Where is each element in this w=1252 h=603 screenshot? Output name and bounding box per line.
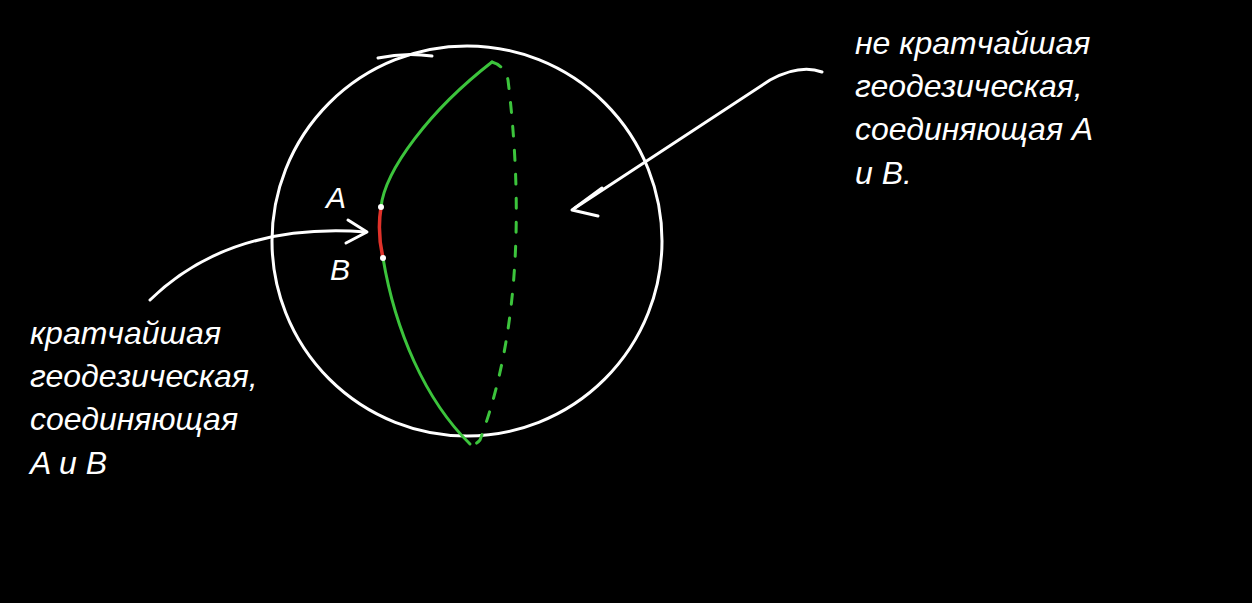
- point-label: B: [330, 250, 350, 291]
- callout-note: не кратчайшая геодезическая, соединяющая…: [855, 22, 1117, 195]
- leader-arrow: [150, 231, 366, 300]
- geodesic-arc: [381, 62, 492, 207]
- leader-arrow: [575, 69, 822, 208]
- sphere-outline: [272, 46, 662, 436]
- callout-note: кратчайшая геодезическая, соединяющая A …: [30, 312, 260, 485]
- shortest-arc: [379, 207, 383, 258]
- point-label: A: [326, 178, 346, 219]
- arrow-head: [572, 188, 602, 216]
- point-dot: [378, 204, 384, 210]
- point-dot: [380, 255, 386, 261]
- arrow-head: [346, 220, 367, 243]
- geodesic-arc: [383, 258, 470, 444]
- sphere-highlight: [378, 54, 432, 58]
- geodesic-back-arc: [470, 62, 516, 445]
